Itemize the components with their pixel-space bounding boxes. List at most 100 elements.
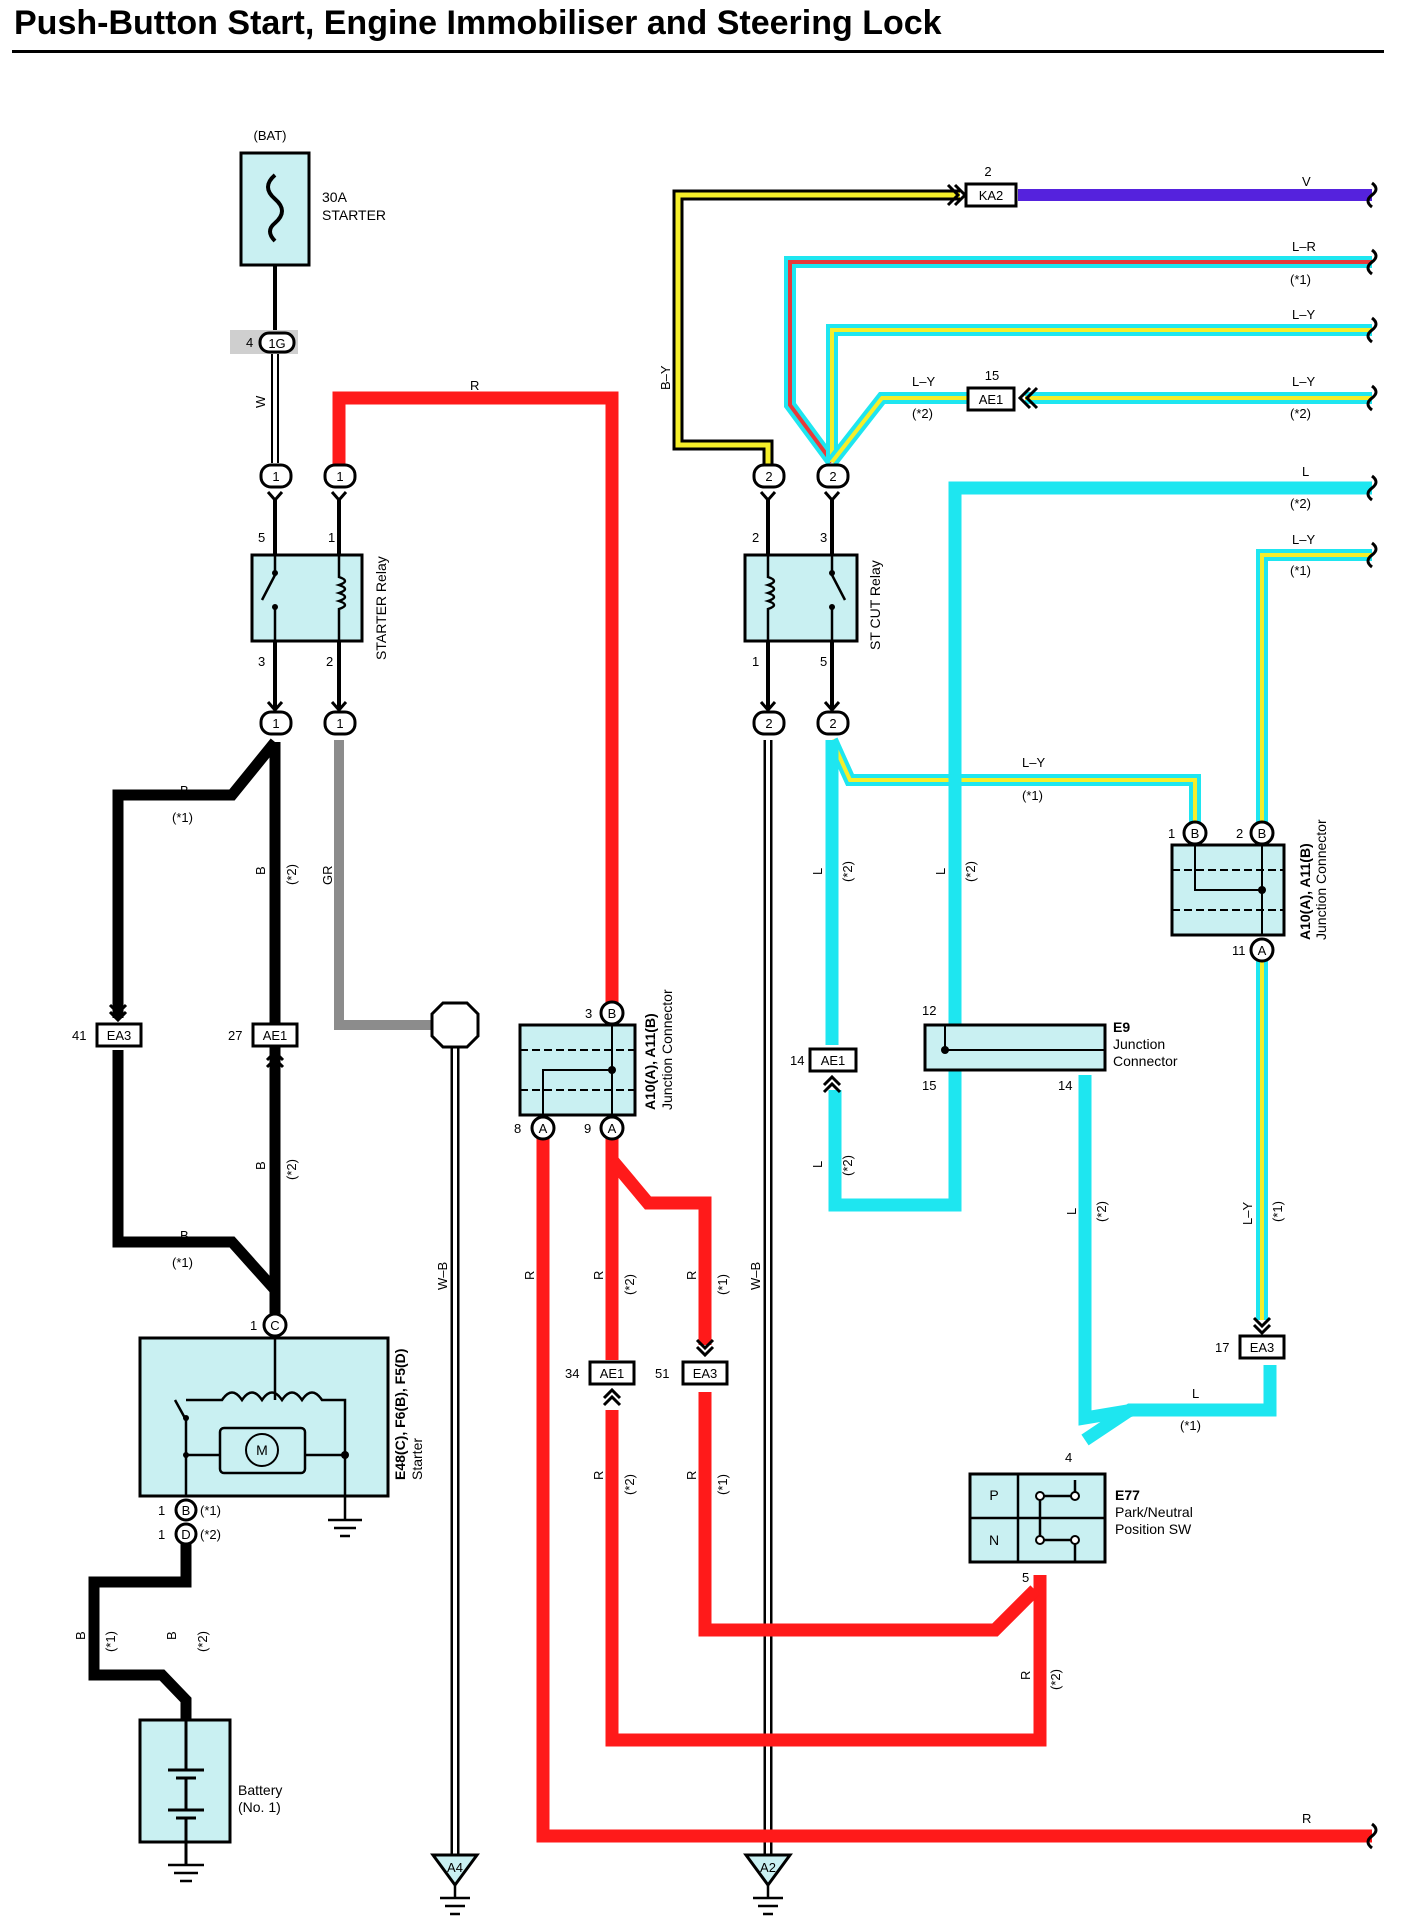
svg-text:AE1: AE1	[263, 1028, 288, 1043]
svg-text:(*1): (*1)	[103, 1631, 118, 1652]
svg-text:B: B	[1258, 826, 1267, 841]
svg-text:W–B: W–B	[435, 1262, 450, 1290]
svg-text:W–B: W–B	[748, 1262, 763, 1290]
svg-text:(*1): (*1)	[1290, 272, 1311, 287]
svg-text:Position SW: Position SW	[1115, 1521, 1192, 1537]
svg-text:5: 5	[258, 530, 265, 545]
svg-text:14: 14	[790, 1053, 804, 1068]
svg-text:1: 1	[250, 1318, 257, 1333]
svg-text:1: 1	[336, 469, 343, 484]
svg-text:2: 2	[752, 530, 759, 545]
svg-text:41: 41	[72, 1028, 86, 1043]
svg-text:AE1: AE1	[600, 1366, 625, 1381]
svg-text:A10(A), A11(B): A10(A), A11(B)	[1297, 843, 1313, 940]
svg-text:B: B	[73, 1631, 88, 1640]
wire-label-w: W	[253, 395, 268, 408]
svg-text:3: 3	[820, 530, 827, 545]
svg-text:B: B	[253, 1161, 268, 1170]
svg-text:(*1): (*1)	[1270, 1201, 1285, 1222]
svg-text:EA3: EA3	[1250, 1340, 1275, 1355]
starter-relay: 1 1 5 1 3 2 STARTER Relay 1 1	[250, 463, 389, 736]
svg-text:Battery: Battery	[238, 1782, 282, 1798]
fuse-source-label: (BAT)	[254, 128, 287, 143]
svg-text:27: 27	[228, 1028, 242, 1043]
starter-motor: 1 C M E48(C), F6(B), F5(D) Starter 1 B (…	[138, 1312, 425, 1546]
svg-text:(*1): (*1)	[200, 1503, 221, 1518]
svg-text:V: V	[1302, 174, 1311, 189]
svg-text:AE1: AE1	[821, 1053, 846, 1068]
junction-connector-e9: 12 15 14 E9 Junction Connector	[922, 1003, 1178, 1093]
svg-text:8: 8	[514, 1121, 521, 1136]
svg-text:4: 4	[1065, 1450, 1072, 1465]
svg-text:L–Y: L–Y	[912, 374, 935, 389]
svg-text:15: 15	[922, 1078, 936, 1093]
svg-text:2: 2	[1236, 826, 1243, 841]
connector-ka2: 2 KA2	[946, 164, 1018, 208]
svg-text:L: L	[1064, 1208, 1079, 1215]
svg-text:E48(C), F6(B), F5(D): E48(C), F6(B), F5(D)	[392, 1349, 408, 1480]
svg-text:KA2: KA2	[979, 188, 1004, 203]
page-title: Push-Button Start, Engine Immobiliser an…	[14, 4, 942, 42]
inline-connectors: 41 EA3 27 AE1 14 AE1 34 AE1 51 EA3 17 EA…	[72, 1003, 1286, 1407]
fuse-icon	[266, 173, 284, 243]
svg-text:(*2): (*2)	[195, 1631, 210, 1652]
st-cut-relay-label: ST CUT Relay	[867, 560, 883, 650]
svg-text:A: A	[1258, 943, 1267, 958]
svg-text:R: R	[684, 1271, 699, 1280]
svg-text:15: 15	[985, 368, 999, 383]
wire-lr	[784, 256, 1372, 466]
svg-text:B: B	[253, 866, 268, 875]
svg-text:1G: 1G	[268, 336, 285, 351]
fuse-30a-starter: (BAT) 30A STARTER	[239, 128, 386, 267]
st-cut-relay: 2 2 2 3 1 5 ST CUT Relay 2 2	[743, 463, 883, 736]
svg-text:Starter: Starter	[409, 1438, 425, 1480]
svg-text:(No. 1): (No. 1)	[238, 1799, 281, 1815]
svg-text:L–Y: L–Y	[1292, 532, 1315, 547]
wire-gr	[334, 740, 450, 1030]
svg-text:L–Y: L–Y	[1022, 755, 1045, 770]
svg-text:(*2): (*2)	[284, 864, 299, 885]
wire-labels: R B (*1) B (*2) GR B (*2) B (*1) B (*1) …	[73, 174, 1316, 1826]
junction-connector-middle: 3 B 8 A 9 A A10(A), A11(B) Junction Conn…	[514, 989, 675, 1141]
svg-text:A10(A), A11(B): A10(A), A11(B)	[642, 1013, 658, 1110]
svg-text:L: L	[810, 868, 825, 875]
svg-text:B–Y: B–Y	[658, 365, 673, 390]
svg-text:EA3: EA3	[107, 1028, 132, 1043]
svg-text:2: 2	[326, 654, 333, 669]
ground-a4: A4	[430, 1853, 480, 1916]
svg-text:11: 11	[1232, 943, 1246, 958]
svg-text:A: A	[608, 1121, 617, 1136]
park-neutral-switch: 4 P N 5 E77 Park/Neutral Position SW	[968, 1450, 1193, 1585]
svg-text:L: L	[933, 868, 948, 875]
svg-text:(*2): (*2)	[1094, 1201, 1109, 1222]
svg-text:Junction Connector: Junction Connector	[1313, 819, 1329, 940]
svg-text:(*2): (*2)	[200, 1527, 221, 1542]
svg-text:R: R	[591, 1471, 606, 1480]
svg-text:5: 5	[1022, 1570, 1029, 1585]
svg-text:B: B	[180, 783, 189, 798]
ground-a2: A2	[743, 1853, 793, 1916]
svg-text:1: 1	[158, 1503, 165, 1518]
svg-text:3: 3	[258, 654, 265, 669]
svg-text:R: R	[591, 1271, 606, 1280]
svg-text:L: L	[1192, 1386, 1199, 1401]
svg-text:D: D	[181, 1527, 190, 1542]
svg-text:(*2): (*2)	[622, 1474, 637, 1495]
svg-text:3: 3	[585, 1006, 592, 1021]
svg-text:(*1): (*1)	[715, 1274, 730, 1295]
svg-text:17: 17	[1215, 1340, 1229, 1355]
svg-text:9: 9	[584, 1121, 591, 1136]
svg-text:Junction Connector: Junction Connector	[659, 989, 675, 1110]
svg-text:14: 14	[1058, 1078, 1072, 1093]
svg-text:(*2): (*2)	[1290, 496, 1311, 511]
wire-ly-group	[826, 324, 1372, 1320]
wire-end-terminals	[1366, 181, 1378, 1850]
svg-text:L–Y: L–Y	[1240, 1202, 1255, 1225]
svg-text:(*2): (*2)	[1290, 406, 1311, 421]
svg-text:R: R	[1302, 1811, 1311, 1826]
svg-text:B: B	[164, 1631, 179, 1640]
svg-text:(*1): (*1)	[172, 1255, 193, 1270]
svg-text:A4: A4	[447, 1860, 463, 1875]
svg-text:EA3: EA3	[693, 1366, 718, 1381]
